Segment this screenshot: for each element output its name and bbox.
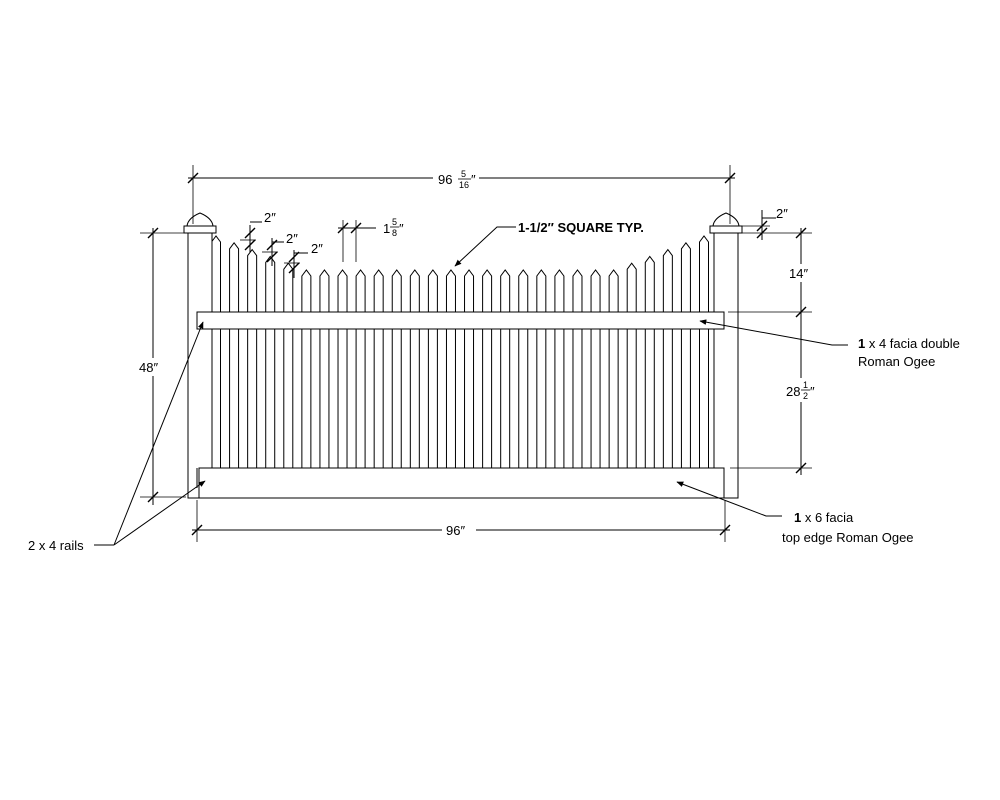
- picket: [572, 269, 583, 492]
- bottom-facia-line2: top edge Roman Ogee: [782, 530, 914, 545]
- top-facia-bold: 1: [858, 336, 865, 351]
- dim-overall-den: 16: [459, 180, 469, 190]
- picket: [247, 248, 258, 492]
- bottom-facia-bold: 1: [794, 510, 801, 525]
- picket: [699, 235, 709, 492]
- dim-mid-den: 2: [803, 391, 808, 401]
- picket: [427, 269, 438, 492]
- dim-mid-num: 1: [803, 380, 808, 390]
- dim-rail-span: 96″: [191, 500, 731, 542]
- picket: [590, 269, 601, 492]
- dim-post-cap: 2″: [740, 206, 788, 240]
- dim-picket-width-num: 5: [392, 217, 397, 227]
- dim-total-height-text: 48″: [139, 360, 158, 375]
- picket: [373, 269, 384, 492]
- callout-square-typ-text: 1-1/2″ SQUARE TYP.: [518, 220, 644, 235]
- dim-right-sections: 14″ 28 1 2 ″: [728, 227, 819, 475]
- dim-mid-whole: 28: [786, 384, 800, 399]
- bottom-facia-rest: x 6 facia: [801, 510, 854, 525]
- callout-rails-text: 2 x 4 rails: [28, 538, 84, 553]
- picket: [680, 241, 691, 492]
- picket: [409, 269, 420, 492]
- picket: [536, 269, 547, 492]
- picket: [626, 262, 637, 492]
- dim-picket-width-whole: 1: [383, 221, 390, 236]
- picket: [265, 255, 276, 492]
- dim-post-cap-text: 2″: [776, 206, 788, 221]
- picket: [283, 262, 294, 492]
- dim-mid-unit: ″: [810, 384, 815, 399]
- picket: [518, 269, 529, 492]
- picket: [355, 269, 366, 492]
- callout-rails: 2 x 4 rails: [28, 321, 206, 553]
- top-facia-rest: x 4 facia double: [865, 336, 960, 351]
- picket: [464, 269, 475, 492]
- callout-top-facia: 1 x 4 facia double Roman Ogee: [699, 319, 960, 369]
- picket: [211, 235, 221, 492]
- dim-picket-width-den: 8: [392, 228, 397, 238]
- picket: [500, 269, 511, 492]
- picket: [608, 269, 619, 492]
- dim-overall-unit: ″: [471, 172, 476, 187]
- dim-step1-text: 2″: [264, 210, 276, 225]
- picket: [445, 269, 456, 492]
- picket: [229, 241, 240, 492]
- dim-picket-steps: 2″ 2″ 2″: [240, 210, 323, 278]
- picket: [337, 269, 348, 492]
- dim-step3-text: 2″: [311, 241, 323, 256]
- dim-picket-width-unit: ″: [399, 221, 404, 236]
- dim-overall-num: 5: [461, 169, 466, 179]
- dim-picket-width: 1 5 8 ″: [337, 217, 404, 262]
- picket: [644, 255, 655, 492]
- top-facia-line2: Roman Ogee: [858, 354, 935, 369]
- dim-top-section-text: 14″: [789, 266, 808, 281]
- picket: [301, 269, 312, 492]
- dim-step2-text: 2″: [286, 231, 298, 246]
- dim-overall-width: 96 5 16 ″: [187, 165, 736, 224]
- callout-bottom-facia: 1 x 6 facia top edge Roman Ogee: [676, 481, 914, 545]
- left-post: [183, 212, 217, 499]
- picket: [482, 269, 493, 492]
- svg-text:1 x 6 facia: 1 x 6 facia: [794, 510, 854, 525]
- right-post: [709, 212, 743, 499]
- picket: [391, 269, 402, 492]
- bottom-rail-facia: [198, 467, 725, 499]
- picket: [662, 248, 673, 492]
- callout-square-typ: 1-1/2″ SQUARE TYP.: [454, 220, 644, 267]
- pickets-group: [211, 235, 709, 492]
- dim-overall-whole: 96: [438, 172, 452, 187]
- picket: [554, 269, 565, 492]
- picket: [319, 269, 330, 492]
- svg-text:1 x 4 facia double: 1 x 4 facia double: [858, 336, 960, 351]
- dim-rail-span-text: 96″: [446, 523, 465, 538]
- dim-total-height: 48″: [137, 227, 186, 505]
- top-rail-facia: [196, 311, 725, 330]
